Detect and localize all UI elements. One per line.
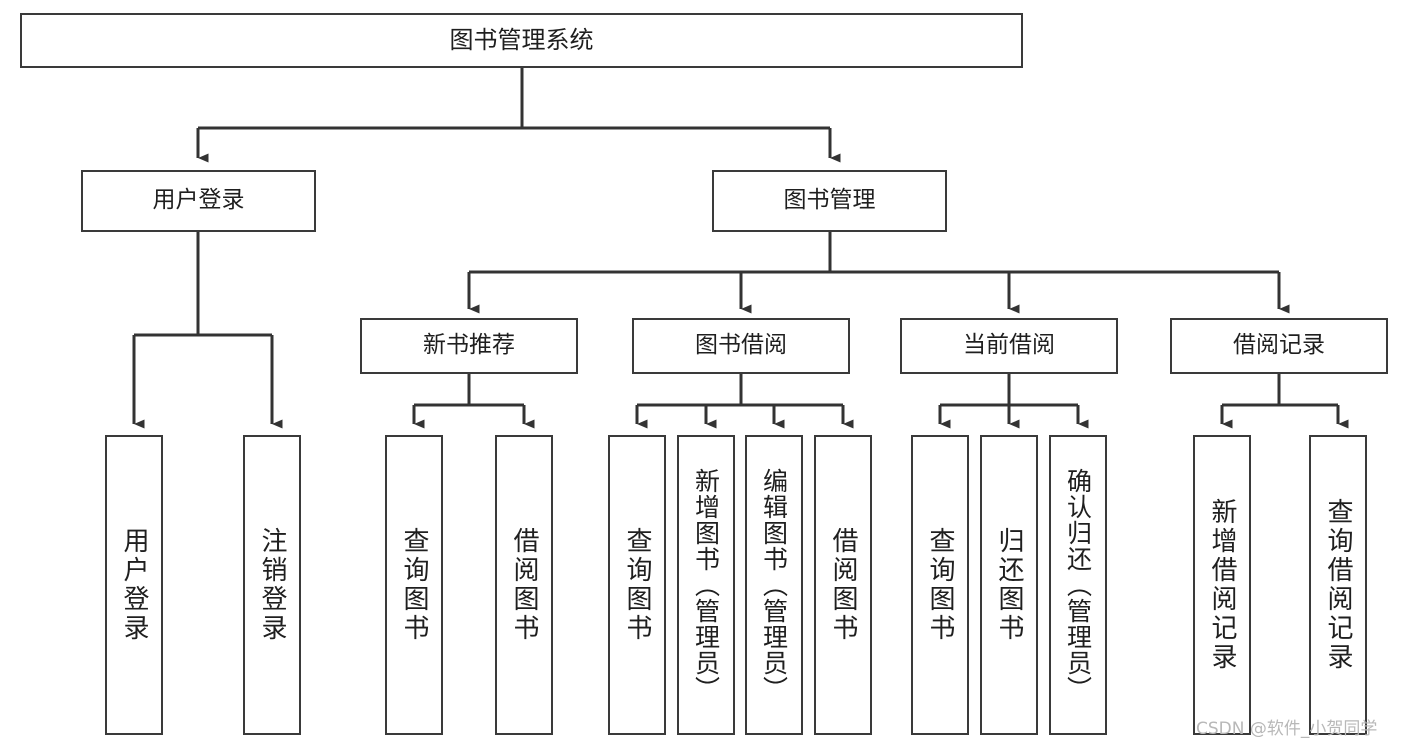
leaf-add-record[interactable]: 新增借阅记录 — [1193, 435, 1251, 735]
leaf-query-book-3[interactable]: 查询图书 — [911, 435, 969, 735]
node-user-login-label: 用户登录 — [152, 187, 245, 214]
node-current-borrow[interactable]: 当前借阅 — [900, 318, 1118, 374]
node-book-borrow-label: 图书借阅 — [695, 332, 787, 359]
leaf-confirm-return[interactable]: 确认归还（管理员） — [1049, 435, 1107, 735]
leaf-query-book-2[interactable]: 查询图书 — [608, 435, 666, 735]
node-book-manage-label: 图书管理 — [783, 187, 876, 214]
leaf-logout-login[interactable]: 注销登录 — [243, 435, 301, 735]
leaf-user-login-label: 用户登录 — [119, 527, 149, 643]
leaf-add-book[interactable]: 新增图书（管理员） — [677, 435, 735, 735]
leaf-query-record[interactable]: 查询借阅记录 — [1309, 435, 1367, 735]
leaf-query-book-1-label: 查询图书 — [399, 527, 429, 643]
leaf-borrow-book-1-label: 借阅图书 — [509, 527, 539, 643]
node-book-manage[interactable]: 图书管理 — [712, 170, 947, 232]
leaf-return-book-label: 归还图书 — [994, 527, 1024, 643]
leaf-query-book-3-label: 查询图书 — [925, 527, 955, 643]
node-new-book-recommend-label: 新书推荐 — [423, 332, 515, 359]
leaf-edit-book-label: 编辑图书（管理员） — [759, 468, 789, 702]
leaf-borrow-book-2[interactable]: 借阅图书 — [814, 435, 872, 735]
node-borrow-record-label: 借阅记录 — [1233, 332, 1325, 359]
leaf-return-book[interactable]: 归还图书 — [980, 435, 1038, 735]
node-new-book-recommend[interactable]: 新书推荐 — [360, 318, 578, 374]
leaf-query-book-1[interactable]: 查询图书 — [385, 435, 443, 735]
node-root-label: 图书管理系统 — [449, 26, 594, 55]
node-root[interactable]: 图书管理系统 — [20, 13, 1023, 68]
leaf-logout-login-label: 注销登录 — [257, 527, 287, 643]
leaf-edit-book[interactable]: 编辑图书（管理员） — [745, 435, 803, 735]
leaf-user-login[interactable]: 用户登录 — [105, 435, 163, 735]
leaf-query-book-2-label: 查询图书 — [622, 527, 652, 643]
node-borrow-record[interactable]: 借阅记录 — [1170, 318, 1388, 374]
leaf-confirm-return-label: 确认归还（管理员） — [1063, 468, 1093, 702]
leaf-borrow-book-1[interactable]: 借阅图书 — [495, 435, 553, 735]
node-book-borrow[interactable]: 图书借阅 — [632, 318, 850, 374]
leaf-query-record-label: 查询借阅记录 — [1323, 498, 1353, 672]
leaf-add-record-label: 新增借阅记录 — [1207, 498, 1237, 672]
leaf-borrow-book-2-label: 借阅图书 — [828, 527, 858, 643]
leaf-add-book-label: 新增图书（管理员） — [691, 468, 721, 702]
csdn-watermark: CSDN @软件_小贺同学 — [1196, 719, 1378, 739]
node-user-login[interactable]: 用户登录 — [81, 170, 316, 232]
node-current-borrow-label: 当前借阅 — [963, 332, 1055, 359]
